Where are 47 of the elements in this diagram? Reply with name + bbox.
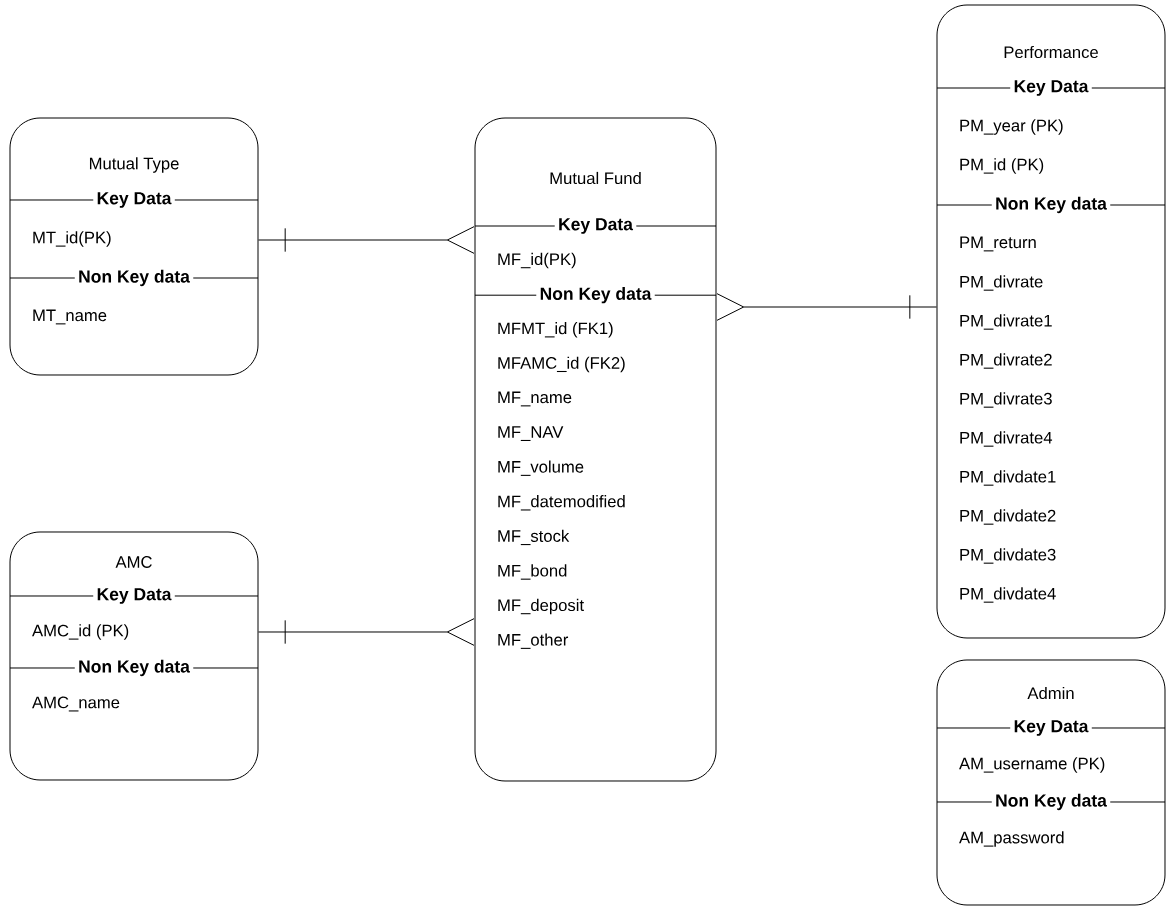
attribute-text: AM_username (PK) xyxy=(959,757,1105,773)
attribute-text: MT_id(PK) xyxy=(33,231,111,247)
section-header: Key Data xyxy=(93,584,175,608)
attribute-text: PM_divdate4 xyxy=(960,587,1056,603)
relationship-line xyxy=(258,226,475,254)
section-header: Non Key data xyxy=(74,656,194,680)
entity-title: Mutual Type xyxy=(90,157,179,173)
attribute-text: PM_divdate3 xyxy=(960,548,1056,564)
section-header: Key Data xyxy=(1010,716,1092,740)
attribute-text: MF_other xyxy=(498,633,569,649)
attribute-text: MT_name xyxy=(33,309,107,325)
attribute-text: PM_divdate2 xyxy=(960,509,1056,525)
section-header: Key Data xyxy=(93,188,175,212)
section-header: Non Key data xyxy=(991,193,1111,217)
attribute-text: PM_divrate3 xyxy=(960,392,1052,408)
attribute-text: MFAMC_id (FK2) xyxy=(498,356,625,373)
attribute-text: PM_year (PK) xyxy=(960,119,1063,135)
attribute-text: AMC_id (PK) xyxy=(32,624,129,640)
relationship-line xyxy=(716,293,937,321)
attribute-text: PM_divdate1 xyxy=(960,470,1056,486)
attribute-text: MF_id(PK) xyxy=(498,252,576,269)
entity-title: AMC xyxy=(115,556,152,568)
attribute-text: PM_id (PK) xyxy=(960,158,1044,174)
attribute-text: MF_deposit xyxy=(498,598,584,615)
section-header: Non Key data xyxy=(536,283,655,307)
attribute-text: PM_divrate2 xyxy=(960,353,1052,369)
entity-title: Performance xyxy=(1004,45,1098,59)
attribute-text: MFMT_id (FK1) xyxy=(498,322,613,338)
entity-title: Mutual Fund xyxy=(550,171,641,185)
attribute-text: MF_stock xyxy=(498,529,570,546)
entity-title: Admin xyxy=(1027,686,1074,700)
section-header: Non Key data xyxy=(74,266,194,290)
attribute-text: MF_NAV xyxy=(498,426,564,441)
attribute-text: PM_divrate4 xyxy=(960,431,1053,447)
attribute-text: AM_password xyxy=(959,831,1064,847)
section-header: Key Data xyxy=(554,214,637,238)
attribute-text: PM_divrate1 xyxy=(960,314,1052,330)
attribute-text: MF_name xyxy=(498,391,572,407)
attribute-text: PM_return xyxy=(960,236,1036,252)
attribute-text: MF_datemodified xyxy=(498,495,625,511)
attribute-text: MF_bond xyxy=(498,564,567,580)
section-header: Non Key data xyxy=(991,790,1111,814)
relationship-line xyxy=(258,618,475,646)
attribute-text: MF_volume xyxy=(498,460,584,476)
attribute-text: AMC_name xyxy=(32,696,120,712)
section-header: Key Data xyxy=(1010,76,1092,100)
attribute-text: PM_divrate xyxy=(960,275,1043,291)
